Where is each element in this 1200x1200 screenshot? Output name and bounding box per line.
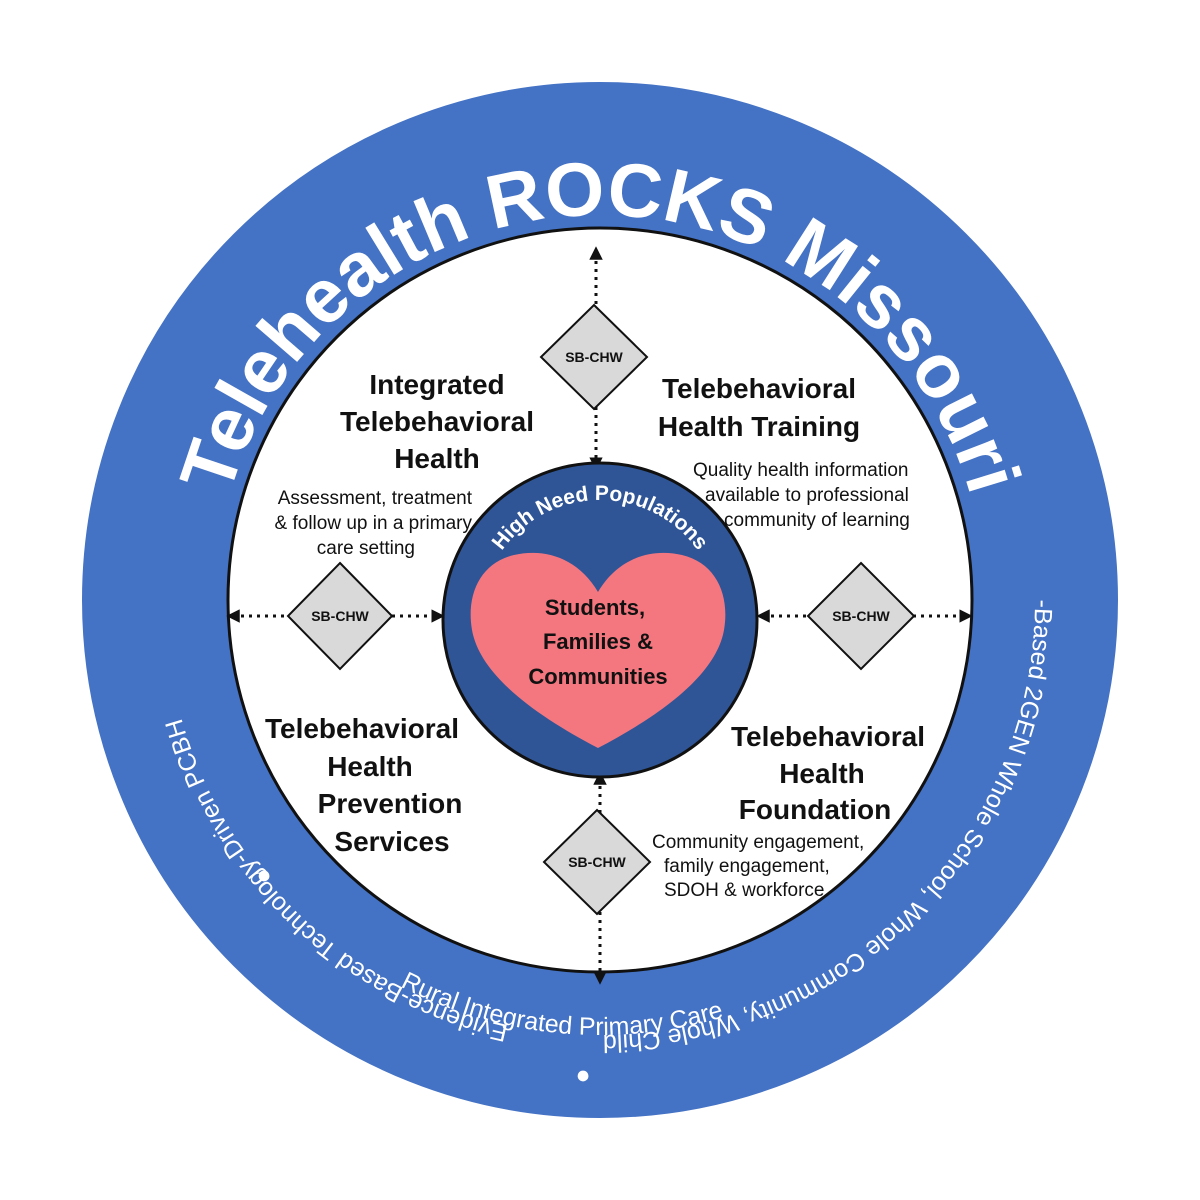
quadrant-telebehavioral-health-foundation: Telebehavioral Health Foundation Communi… [652,721,925,901]
sb-chw-label: SB-CHW [832,608,890,624]
quadrant-integrated-telebehavioral-health: Integrated Telebehavioral Health Assessm… [275,369,534,559]
heart-line-2: Families & [543,629,653,654]
quadrant-title: Telebehavioral [731,721,925,752]
quadrant-title: Integrated [369,369,504,400]
quadrant-title: Health Training [658,411,860,442]
quadrant-description: SDOH & workforce [664,880,824,901]
quadrant-title: Foundation [739,794,891,825]
sb-chw-label: SB-CHW [565,349,623,365]
quadrant-title: Telebehavioral [662,373,856,404]
quadrant-title: Health [327,751,413,782]
quadrant-description: care setting [317,538,415,559]
sb-chw-top: SB-CHW [539,303,649,411]
quadrant-description: & follow up in a primary [275,513,473,534]
diamond-shape [286,561,394,671]
bullet-icon: ● [575,1061,590,1089]
quadrant-description: community of learning [724,510,910,531]
diamond-shape [539,303,649,411]
quadrant-description: Quality health information [693,460,908,481]
quadrant-telebehavioral-health-training: Telebehavioral Health Training Quality h… [658,373,910,531]
sb-chw-bottom: SB-CHW [542,808,652,916]
bullet-icon: ● [256,861,271,889]
quadrant-telebehavioral-health-prevention-services: Telebehavioral Health Prevention Service… [265,713,462,857]
heart-icon [470,552,726,748]
sb-chw-label: SB-CHW [568,854,626,870]
quadrant-description: available to professional [705,485,909,506]
diamond-shape [542,808,652,916]
quadrant-description: Assessment, treatment [278,488,473,509]
quadrant-description: family engagement, [664,856,830,877]
quadrant-title: Health [779,758,865,789]
quadrant-title: Health [394,443,480,474]
heart-line-1: Students, [545,595,645,620]
quadrant-title: Prevention [318,788,463,819]
quadrant-title: Services [334,826,449,857]
diamond-shape [806,561,916,671]
sb-chw-right: SB-CHW [806,561,916,671]
connectors [226,246,973,985]
quadrant-title: Telebehavioral [265,713,459,744]
quadrant-title: Telebehavioral [340,406,534,437]
quadrant-description: Community engagement, [652,832,864,853]
heart-line-3: Communities [528,664,667,689]
sb-chw-label: SB-CHW [311,608,369,624]
sb-chw-left: SB-CHW [286,561,394,671]
